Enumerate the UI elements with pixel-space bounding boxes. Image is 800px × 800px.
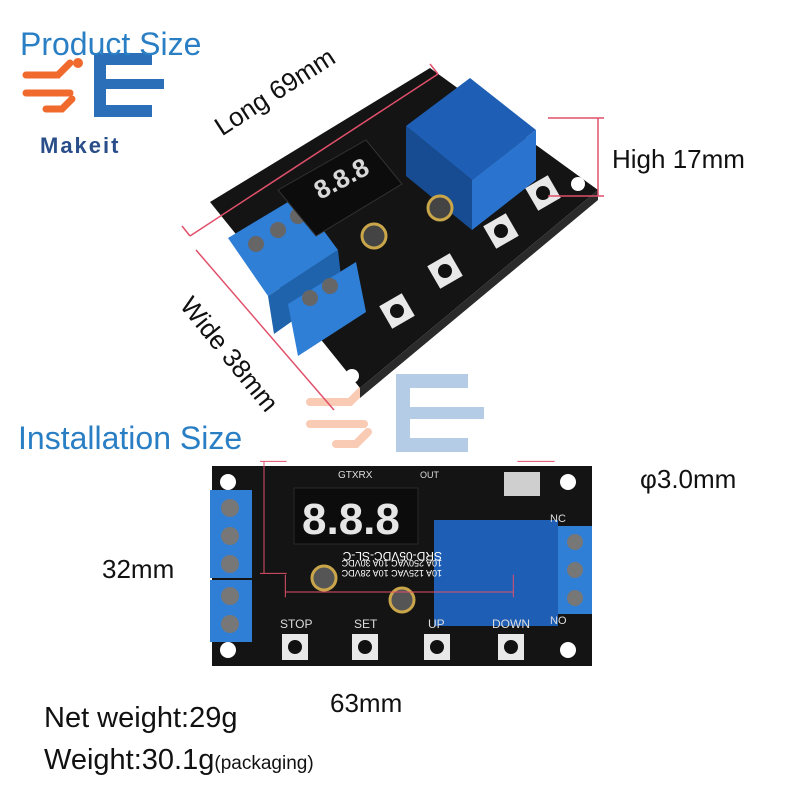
led-display (277, 139, 403, 237)
gross-weight-text: Weight:30.1g(packaging) (44, 746, 314, 775)
svg-text:STOP: STOP (280, 617, 312, 631)
makeit-logo-icon (22, 53, 164, 117)
led-display-top (293, 487, 419, 545)
tactile-buttons-top (282, 634, 524, 660)
svg-text:UP: UP (428, 617, 445, 631)
svg-text:OUT: OUT (420, 470, 440, 480)
installation-board-photo: 8.8.8 SRD-05VDC-SL-C 10A 250VAC 10A 30VD… (210, 466, 592, 666)
watermark-logo-icon (306, 374, 484, 452)
svg-text:GTXRX: GTXRX (338, 470, 373, 481)
brand-name: Makeit (40, 133, 121, 158)
relay (406, 78, 536, 230)
net-weight-text: Net weight:29g (44, 702, 238, 734)
svg-text:NC: NC (550, 513, 566, 525)
svg-text:SRD-05VDC-SL-C: SRD-05VDC-SL-C (342, 549, 442, 563)
svg-text:NO: NO (550, 615, 567, 627)
high-dimension-label: High 17mm (612, 144, 745, 174)
brand-logo: Makeit (18, 45, 178, 165)
installation-dimension-lines (260, 460, 555, 598)
svg-text:DOWN: DOWN (492, 617, 530, 631)
svg-text:10A 250VAC 10A 30VDC: 10A 250VAC 10A 30VDC (341, 558, 442, 568)
width-63mm-label: 63mm (330, 688, 403, 718)
svg-text:10A 125VAC 10A 28VDC: 10A 125VAC 10A 28VDC (341, 568, 442, 578)
left-terminal-blocks (210, 490, 252, 642)
svg-text:SET: SET (354, 617, 378, 631)
installation-size-heading: Installation Size (18, 420, 243, 456)
svg-text:8.8.8: 8.8.8 (302, 495, 400, 544)
hole-diameter-label: φ3.0mm (640, 464, 737, 494)
product-dimension-lines (181, 63, 604, 411)
gross-weight-value: Weight:30.1g (44, 744, 215, 776)
tactile-buttons (379, 175, 561, 329)
product-board-photo: 8.8.8 (210, 68, 598, 398)
relay-top (434, 520, 558, 626)
product-size-heading: Product Size (20, 26, 202, 62)
gross-weight-note: (packaging) (214, 753, 314, 774)
height-32mm-label: 32mm (102, 554, 175, 584)
